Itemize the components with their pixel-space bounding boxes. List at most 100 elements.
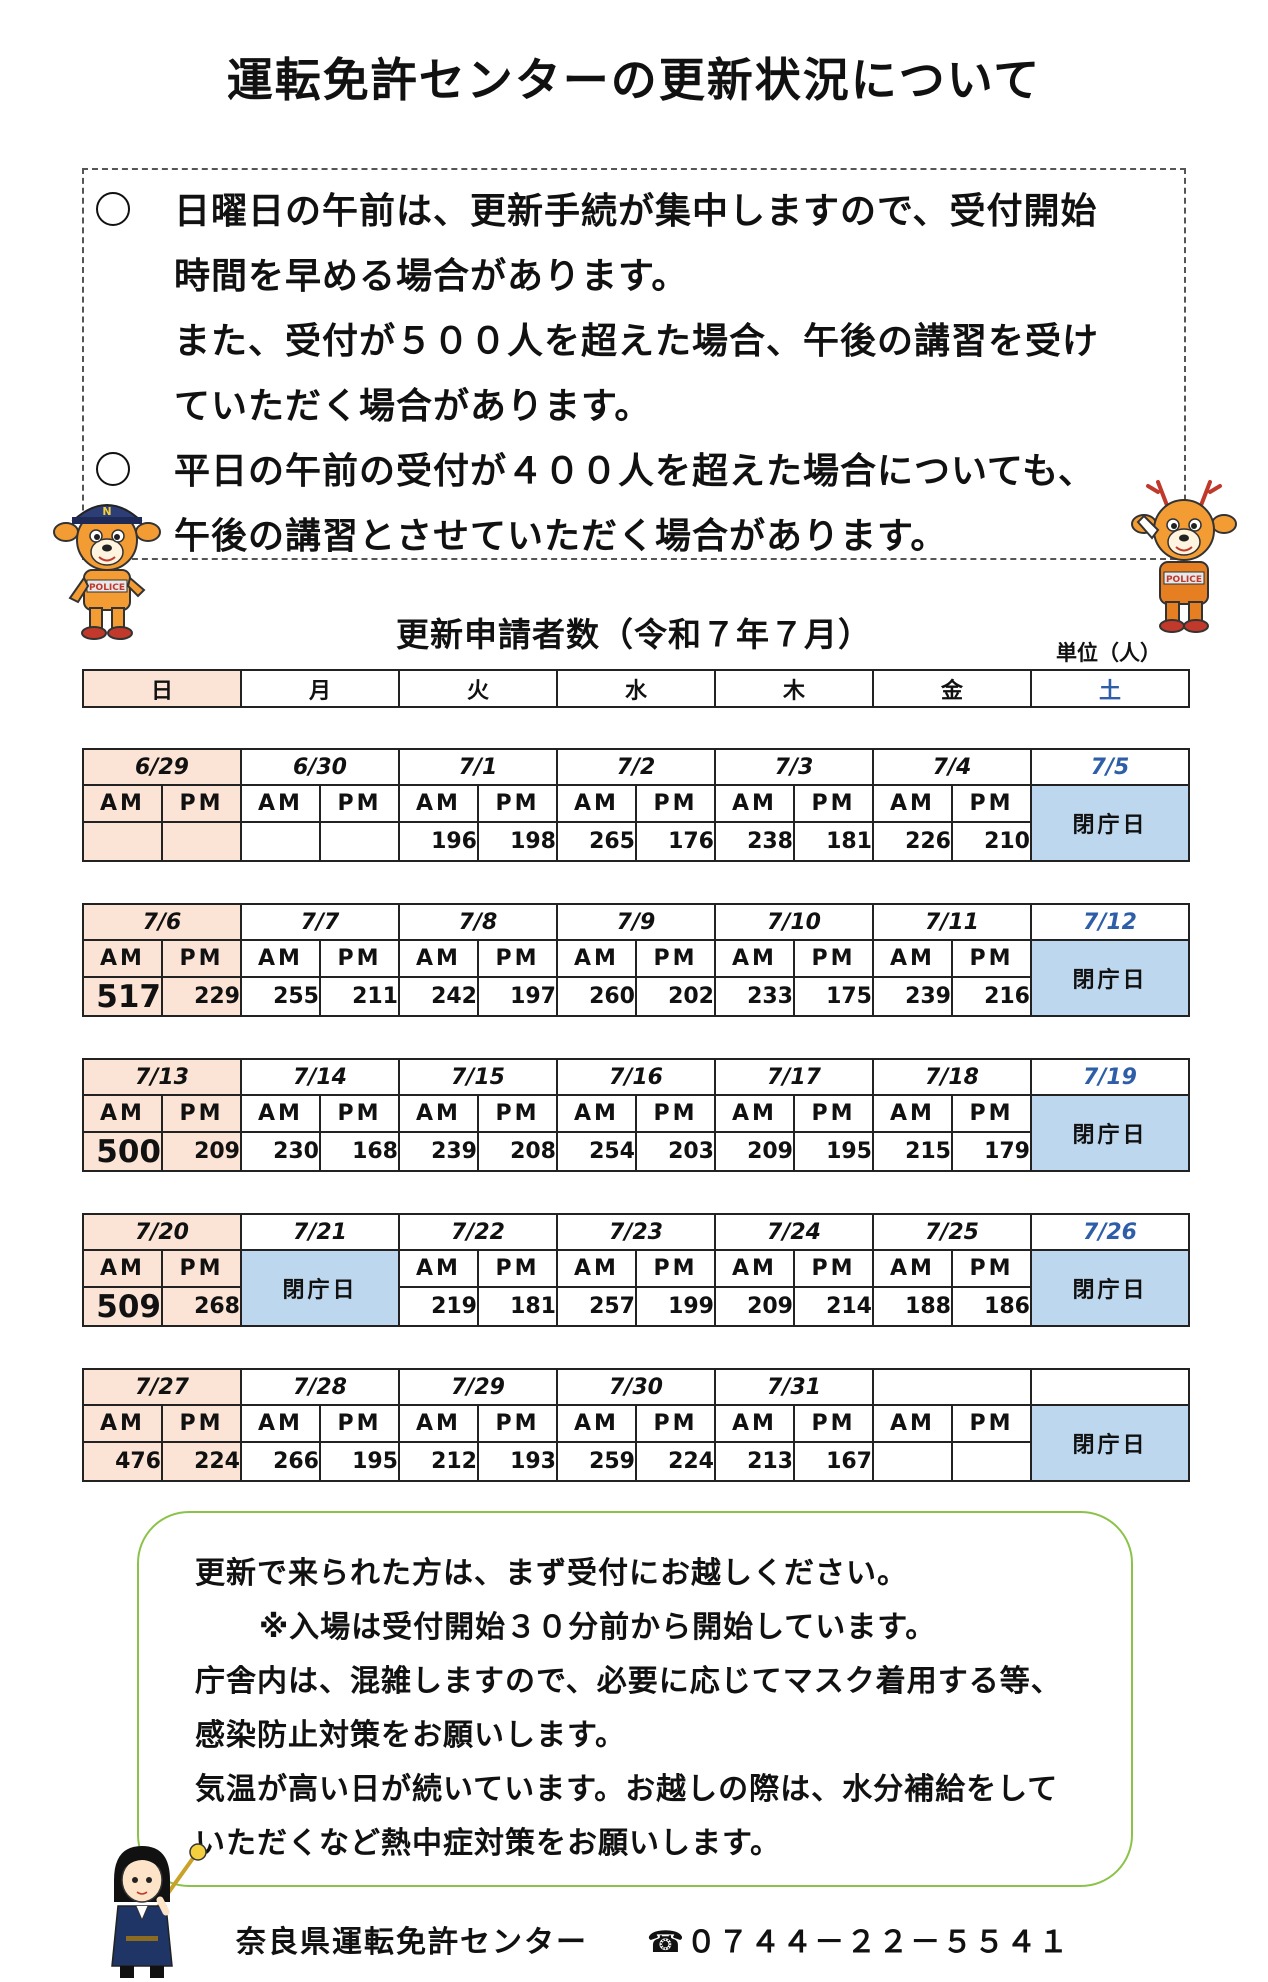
pm-label: PM bbox=[793, 1094, 874, 1133]
date-cell: 7/7 bbox=[240, 903, 400, 941]
date-cell: 7/1 bbox=[398, 748, 558, 786]
am-label: AM bbox=[82, 784, 163, 823]
am-label: AM bbox=[398, 1094, 479, 1133]
date-cell: 7/16 bbox=[556, 1058, 716, 1096]
am-count: 517 bbox=[82, 976, 163, 1017]
notice-line: 時間を早める場合があります。 bbox=[174, 256, 689, 297]
date-cell: 7/30 bbox=[556, 1368, 716, 1406]
am-count bbox=[872, 1441, 953, 1482]
pm-count: 181 bbox=[793, 821, 874, 862]
am-count bbox=[240, 821, 321, 862]
date-cell bbox=[872, 1368, 1032, 1406]
am-label: AM bbox=[398, 939, 479, 978]
info-line: 庁舎内は、混雑しますので、必要に応じてマスク着用する等、 bbox=[195, 1664, 1062, 1699]
date-cell: 7/12 bbox=[1030, 903, 1190, 941]
pm-label: PM bbox=[319, 1094, 400, 1133]
footer-org: 奈良県運転免許センター bbox=[236, 1925, 588, 1960]
date-cell: 7/19 bbox=[1030, 1058, 1190, 1096]
pm-label: PM bbox=[319, 939, 400, 978]
footer-phone: ☎０７４４－２２－５５４１ bbox=[646, 1925, 1071, 1960]
pm-count bbox=[951, 1441, 1032, 1482]
pm-label: PM bbox=[161, 1249, 242, 1288]
pm-count: 198 bbox=[477, 821, 558, 862]
am-count: 219 bbox=[398, 1286, 479, 1327]
pm-count: 224 bbox=[161, 1441, 242, 1482]
pm-count: 202 bbox=[635, 976, 716, 1017]
pm-label: PM bbox=[951, 939, 1032, 978]
pm-label: PM bbox=[161, 1404, 242, 1443]
closed-day-cell: 閉庁日 bbox=[1030, 784, 1190, 862]
pm-count: 229 bbox=[161, 976, 242, 1017]
am-count bbox=[82, 821, 163, 862]
am-label: AM bbox=[556, 939, 637, 978]
pm-label: PM bbox=[161, 1094, 242, 1133]
am-label: AM bbox=[556, 1094, 637, 1133]
closed-day-cell: 閉庁日 bbox=[1030, 1094, 1190, 1172]
pm-label: PM bbox=[635, 1249, 716, 1288]
date-cell: 7/26 bbox=[1030, 1213, 1190, 1251]
am-count: 230 bbox=[240, 1131, 321, 1172]
pm-label: PM bbox=[319, 784, 400, 823]
am-label: AM bbox=[714, 1249, 795, 1288]
pm-count: 203 bbox=[635, 1131, 716, 1172]
deer-police-mascot-left-icon: N POLICE bbox=[53, 504, 161, 640]
pm-count: 195 bbox=[793, 1131, 874, 1172]
weekday-tue: 火 bbox=[398, 669, 558, 708]
pm-label: PM bbox=[793, 1249, 874, 1288]
pm-count: 209 bbox=[161, 1131, 242, 1172]
date-cell: 7/13 bbox=[82, 1058, 242, 1096]
weekday-header-table: 日 月 火 水 木 金 土 bbox=[82, 669, 1190, 708]
date-cell: 7/25 bbox=[872, 1213, 1032, 1251]
pm-count: 179 bbox=[951, 1131, 1032, 1172]
am-count: 209 bbox=[714, 1286, 795, 1327]
pm-label: PM bbox=[635, 784, 716, 823]
am-label: AM bbox=[872, 1404, 953, 1443]
am-count: 213 bbox=[714, 1441, 795, 1482]
pm-count: 214 bbox=[793, 1286, 874, 1327]
am-count: 265 bbox=[556, 821, 637, 862]
date-cell: 7/27 bbox=[82, 1368, 242, 1406]
date-cell: 6/30 bbox=[240, 748, 400, 786]
table-title: 更新申請者数（令和７年７月） bbox=[396, 615, 872, 654]
deer-police-mascot-right-icon: POLICE bbox=[1131, 480, 1237, 633]
info-line: ※入場は受付開始３０分前から開始しています。 bbox=[259, 1610, 937, 1645]
am-label: AM bbox=[872, 1094, 953, 1133]
date-cell: 7/22 bbox=[398, 1213, 558, 1251]
pm-count: 186 bbox=[951, 1286, 1032, 1327]
pm-label: PM bbox=[161, 939, 242, 978]
date-cell: 7/31 bbox=[714, 1368, 874, 1406]
weekday-mon: 月 bbox=[240, 669, 400, 708]
date-cell: 7/17 bbox=[714, 1058, 874, 1096]
date-cell: 7/4 bbox=[872, 748, 1032, 786]
am-label: AM bbox=[556, 784, 637, 823]
am-count: 238 bbox=[714, 821, 795, 862]
pm-count: 168 bbox=[319, 1131, 400, 1172]
date-cell: 6/29 bbox=[82, 748, 242, 786]
pm-count: 210 bbox=[951, 821, 1032, 862]
pm-label: PM bbox=[161, 784, 242, 823]
pm-count: 181 bbox=[477, 1286, 558, 1327]
notice-box: 日曜日の午前は、更新手続が集中しますので、受付開始 時間を早める場合があります。… bbox=[82, 168, 1186, 560]
pm-label: PM bbox=[635, 1094, 716, 1133]
am-label: AM bbox=[240, 784, 321, 823]
pm-count: 195 bbox=[319, 1441, 400, 1482]
date-cell: 7/23 bbox=[556, 1213, 716, 1251]
am-count: 259 bbox=[556, 1441, 637, 1482]
badge-text: POLICE bbox=[89, 583, 125, 593]
am-label: AM bbox=[398, 784, 479, 823]
date-cell: 7/15 bbox=[398, 1058, 558, 1096]
am-count: 188 bbox=[872, 1286, 953, 1327]
pm-count: 176 bbox=[635, 821, 716, 862]
date-cell: 7/21 bbox=[240, 1213, 400, 1251]
info-box: 更新で来られた方は、まず受付にお越しください。 ※入場は受付開始３０分前から開始… bbox=[137, 1511, 1133, 1887]
footer: 奈良県運転免許センター ☎０７４４－２２－５５４１ bbox=[236, 1917, 1070, 1961]
am-label: AM bbox=[556, 1404, 637, 1443]
date-cell: 7/29 bbox=[398, 1368, 558, 1406]
am-count: 255 bbox=[240, 976, 321, 1017]
pm-label: PM bbox=[951, 1249, 1032, 1288]
am-label: AM bbox=[714, 1404, 795, 1443]
info-line: 感染防止対策をお願いします。 bbox=[195, 1718, 626, 1753]
